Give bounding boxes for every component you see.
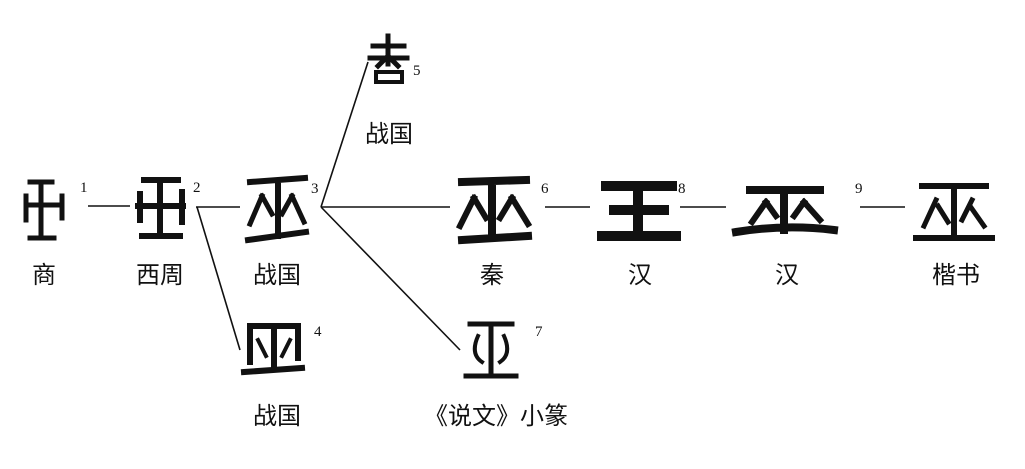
- han-clerical-glyph: [731, 186, 839, 237]
- warring-states-variant-glyph: [367, 33, 410, 84]
- qin-glyph: [455, 175, 533, 245]
- period-label: 战国: [253, 402, 301, 430]
- form-number: 6: [541, 181, 549, 197]
- oracle-bone-glyph: [23, 179, 65, 241]
- form-number: 2: [193, 180, 201, 196]
- warring-states-glyph: [244, 174, 310, 244]
- connector-3-7: [320, 206, 461, 351]
- period-label: 商: [32, 261, 56, 289]
- warring-states-variant-glyph: [240, 323, 306, 376]
- form-number: 9: [855, 181, 863, 197]
- period-label: 汉: [775, 261, 799, 289]
- form-number: 4: [314, 324, 322, 340]
- period-label: 战国: [253, 261, 301, 289]
- period-label: 秦: [480, 261, 504, 289]
- connectors: [88, 61, 905, 351]
- bronze-glyph: [135, 177, 186, 239]
- connector-3-5: [320, 61, 369, 208]
- regular-script-glyph: [913, 183, 995, 241]
- form-number: 8: [678, 181, 686, 197]
- form-number: 5: [413, 63, 421, 79]
- period-label: 楷书: [932, 261, 980, 289]
- connector-2-4: [196, 206, 241, 351]
- form-number: 3: [311, 181, 319, 197]
- period-label: 西周: [136, 261, 184, 289]
- period-label: 《说文》小篆: [424, 402, 568, 430]
- form-number: 1: [80, 180, 88, 196]
- period-label: 战国: [365, 120, 413, 148]
- form-number: 7: [535, 324, 543, 340]
- small-seal-glyph: [463, 321, 519, 379]
- han-glyph: [597, 181, 681, 241]
- period-label: 汉: [628, 261, 652, 289]
